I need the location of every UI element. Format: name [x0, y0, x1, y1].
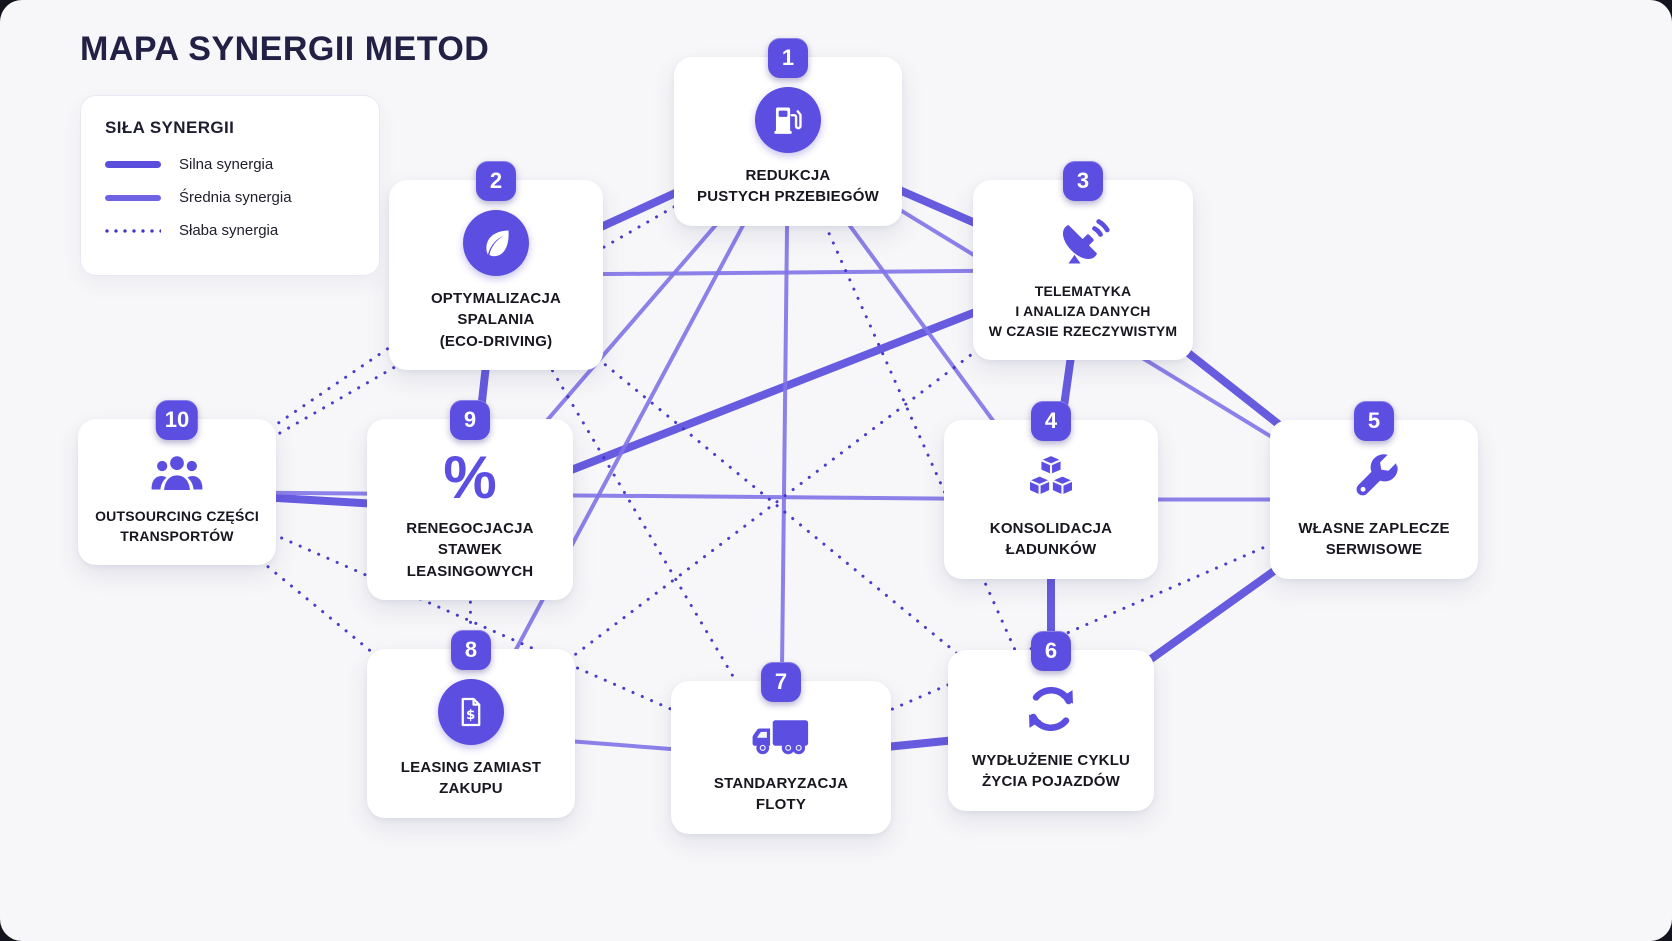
synergy-link-1-7: [779, 139, 790, 760]
percent-icon: %: [443, 444, 497, 511]
node-card-4: 4 KONSOLIDACJA ŁADUNKÓW: [944, 401, 1158, 579]
fuel-pump-icon: [755, 87, 821, 153]
satellite-dish-icon: [1053, 210, 1113, 270]
legend-item-medium: Średnia synergia: [105, 189, 355, 206]
legend-item-weak: Słaba synergia: [105, 222, 355, 239]
node-card-3: 3 TELEMATYKA I ANALIZA DANYCH W CZASIE R…: [973, 161, 1193, 360]
node-card-2: 2 OPTYMALIZACJA SPALANIA (ECO-DRIVING): [389, 161, 603, 370]
medium-line-swatch: [105, 194, 161, 201]
node-card-10: 10 OUTSOURCING CZĘŚCI TRANSPORTÓW: [78, 400, 276, 565]
node-number-badge: 1: [768, 38, 808, 78]
synergy-link-8-9: [468, 508, 473, 735]
svg-text:$: $: [466, 708, 475, 723]
node-number-badge: 5: [1354, 401, 1394, 441]
node-number-badge: 2: [476, 161, 516, 201]
truck-icon: [749, 711, 813, 761]
strong-line-swatch: [105, 161, 161, 168]
node-label: STANDARYZACJA FLOTY: [713, 775, 849, 814]
people-icon: [147, 449, 207, 495]
synergy-link-1-6: [786, 140, 1053, 732]
node-card-1: 1 REDUKCJA PUSTYCH PRZEBIEGÓW: [674, 38, 902, 226]
node-card-9: 9 % RENEGOCJACJA STAWEK LEASINGOWYCH: [367, 400, 573, 600]
node-label: KONSOLIDACJA ŁADUNKÓW: [989, 520, 1113, 559]
node-label: OPTYMALIZACJA SPALANIA (ECO-DRIVING): [430, 290, 562, 350]
node-label: OUTSOURCING CZĘŚCI TRANSPORTÓW: [95, 508, 259, 544]
synergy-link-4-10: [175, 490, 1053, 502]
node-number-badge: 6: [1031, 631, 1071, 671]
synergy-link-2-10: [175, 273, 498, 494]
legend-label: Średnia synergia: [179, 189, 292, 206]
node-number-badge: 4: [1031, 401, 1071, 441]
synergy-link-3-8: [469, 268, 1085, 735]
node-label: TELEMATYKA I ANALIZA DANYCH W CZASIE RZE…: [988, 283, 1178, 339]
node-label: RENEGOCJACJA STAWEK LEASINGOWYCH: [406, 520, 534, 580]
node-label: WYDŁUŻENIE CYKLU ŻYCIA POJAZDÓW: [971, 752, 1131, 791]
synergy-link-5-7: [779, 498, 1376, 759]
legend-label: Silna synergia: [179, 156, 274, 173]
cycle-arrows-icon: [1022, 680, 1080, 738]
node-label: LEASING ZAMIAST ZAKUPU: [400, 759, 542, 798]
legend-title: SIŁA SYNERGII: [105, 118, 235, 137]
leaf-icon: [463, 210, 529, 276]
node-card-5: 5 WŁASNE ZAPLECZE SERWISOWE: [1270, 401, 1478, 579]
weak-line-swatch: [105, 228, 161, 233]
cargo-boxes-icon: [1023, 450, 1079, 506]
wrench-icon: [1346, 450, 1402, 506]
synergy-link-1-8: [469, 139, 790, 736]
node-label: WŁASNE ZAPLECZE SERWISOWE: [1298, 520, 1450, 559]
node-number-badge: 9: [450, 400, 490, 440]
node-card-7: 7 STANDARYZACJA FLOTY: [671, 662, 891, 834]
node-number-badge: 10: [155, 400, 199, 440]
legend-label: Słaba synergia: [179, 222, 279, 239]
legend-card: SIŁA SYNERGII Silna synergia Średnia syn…: [80, 95, 380, 276]
node-card-8: 8 $ LEASING ZAMIAST ZAKUPU: [367, 630, 575, 818]
node-label: REDUKCJA PUSTYCH PRZEBIEGÓW: [697, 167, 879, 206]
node-number-badge: 3: [1063, 161, 1103, 201]
page-title: MAPA SYNERGII METOD: [80, 30, 490, 68]
legend-item-strong: Silna synergia: [105, 156, 355, 173]
node-number-badge: 7: [761, 662, 801, 702]
node-card-6: 6 WYDŁUŻENIE CYKLU ŻYCIA POJAZDÓW: [948, 631, 1154, 811]
invoice-dollar-icon: $: [438, 679, 504, 745]
node-number-badge: 8: [451, 630, 491, 670]
